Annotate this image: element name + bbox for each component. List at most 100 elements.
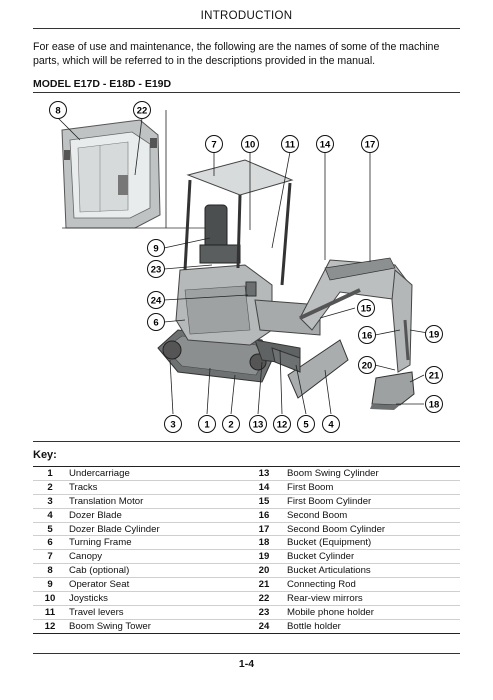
callout-12: 12	[274, 416, 291, 433]
cab-inset-drawing	[62, 120, 205, 228]
svg-text:7: 7	[211, 140, 216, 151]
model-title: MODEL E17D - E18D - E19D	[33, 78, 171, 90]
callout-22: 22	[134, 102, 151, 119]
svg-text:8: 8	[55, 106, 60, 117]
intro-paragraph: For ease of use and maintenance, the fol…	[33, 40, 463, 68]
svg-text:16: 16	[362, 331, 373, 342]
svg-text:4: 4	[328, 420, 334, 431]
callout-14: 14	[317, 136, 334, 153]
key-number: 8	[33, 564, 67, 578]
key-number: 23	[247, 605, 281, 619]
key-label: Translation Motor	[67, 494, 247, 508]
key-number: 22	[247, 592, 281, 606]
svg-text:10: 10	[245, 140, 256, 151]
key-number: 4	[33, 508, 67, 522]
key-row: 6 Turning Frame 18 Bucket (Equipment)	[33, 536, 460, 550]
svg-text:22: 22	[137, 106, 148, 117]
key-label: Bucket (Equipment)	[281, 536, 460, 550]
key-row: 1 Undercarriage 13 Boom Swing Cylinder	[33, 467, 460, 481]
key-number: 7	[33, 550, 67, 564]
callout-11: 11	[282, 136, 299, 153]
svg-text:3: 3	[170, 420, 175, 431]
svg-text:17: 17	[365, 140, 376, 151]
key-label: Dozer Blade Cylinder	[67, 522, 247, 536]
key-label: Rear-view mirrors	[281, 592, 460, 606]
key-row: 2 Tracks 14 First Boom	[33, 480, 460, 494]
svg-text:21: 21	[429, 371, 440, 382]
callout-8: 8	[50, 102, 67, 119]
key-number: 24	[247, 619, 281, 633]
key-number: 13	[247, 467, 281, 481]
upper-structure-drawing	[176, 205, 320, 345]
svg-text:20: 20	[362, 361, 373, 372]
key-label: Operator Seat	[67, 578, 247, 592]
key-row: 8 Cab (optional) 20 Bucket Articulations	[33, 564, 460, 578]
key-row: 5 Dozer Blade Cylinder 17 Second Boom Cy…	[33, 522, 460, 536]
svg-text:14: 14	[320, 140, 331, 151]
svg-text:13: 13	[253, 420, 264, 431]
svg-text:9: 9	[153, 244, 158, 255]
callout-18: 18	[426, 396, 443, 413]
callout-10: 10	[242, 136, 259, 153]
key-label: Joysticks	[67, 592, 247, 606]
key-row: 9 Operator Seat 21 Connecting Rod	[33, 578, 460, 592]
key-label: Second Boom	[281, 508, 460, 522]
key-label: Undercarriage	[67, 467, 247, 481]
key-label: Boom Swing Tower	[67, 619, 247, 633]
key-number: 18	[247, 536, 281, 550]
key-row: 7 Canopy 19 Bucket Cylinder	[33, 550, 460, 564]
callout-19: 19	[426, 326, 443, 343]
callout-5: 5	[298, 416, 315, 433]
svg-text:18: 18	[429, 400, 440, 411]
callout-16: 16	[359, 327, 376, 344]
svg-text:15: 15	[361, 304, 372, 315]
svg-text:12: 12	[277, 420, 288, 431]
callout-6: 6	[148, 314, 165, 331]
key-row: 12 Boom Swing Tower 24 Bottle holder	[33, 619, 460, 633]
svg-text:6: 6	[153, 318, 158, 329]
excavator-figure: 8 22 7 10 11 14 17 9 23 24 15 6 16 19 20…	[33, 98, 460, 440]
svg-text:24: 24	[151, 296, 162, 307]
key-label: Connecting Rod	[281, 578, 460, 592]
callout-1: 1	[199, 416, 216, 433]
key-number: 12	[33, 619, 67, 633]
svg-text:11: 11	[285, 140, 296, 151]
model-divider	[33, 92, 460, 93]
callout-23: 23	[148, 261, 165, 278]
footer-divider	[33, 653, 460, 654]
page-header: INTRODUCTION	[0, 10, 493, 22]
key-table: 1 Undercarriage 13 Boom Swing Cylinder 2…	[33, 466, 460, 634]
key-label: First Boom Cylinder	[281, 494, 460, 508]
key-title: Key:	[33, 449, 57, 461]
key-number: 5	[33, 522, 67, 536]
key-number: 20	[247, 564, 281, 578]
key-number: 16	[247, 508, 281, 522]
key-label: Second Boom Cylinder	[281, 522, 460, 536]
callout-15: 15	[358, 300, 375, 317]
callout-17: 17	[362, 136, 379, 153]
key-label: Canopy	[67, 550, 247, 564]
excavator-illustration: 8 22 7 10 11 14 17 9 23 24 15 6 16 19 20…	[33, 98, 460, 440]
key-label: First Boom	[281, 480, 460, 494]
key-number: 17	[247, 522, 281, 536]
callout-24: 24	[148, 292, 165, 309]
key-number: 6	[33, 536, 67, 550]
key-number: 1	[33, 467, 67, 481]
key-number: 11	[33, 605, 67, 619]
boom-drawing	[300, 258, 412, 372]
svg-text:5: 5	[303, 420, 309, 431]
key-label: Boom Swing Cylinder	[281, 467, 460, 481]
callout-4: 4	[323, 416, 340, 433]
key-number: 14	[247, 480, 281, 494]
key-row: 11 Travel levers 23 Mobile phone holder	[33, 605, 460, 619]
key-number: 10	[33, 592, 67, 606]
key-number: 9	[33, 578, 67, 592]
svg-text:1: 1	[204, 420, 210, 431]
callout-3: 3	[165, 416, 182, 433]
key-label: Bucket Cylinder	[281, 550, 460, 564]
key-row: 10 Joysticks 22 Rear-view mirrors	[33, 592, 460, 606]
key-label: Dozer Blade	[67, 508, 247, 522]
key-number: 2	[33, 480, 67, 494]
key-row: 3 Translation Motor 15 First Boom Cylind…	[33, 494, 460, 508]
key-label: Bucket Articulations	[281, 564, 460, 578]
